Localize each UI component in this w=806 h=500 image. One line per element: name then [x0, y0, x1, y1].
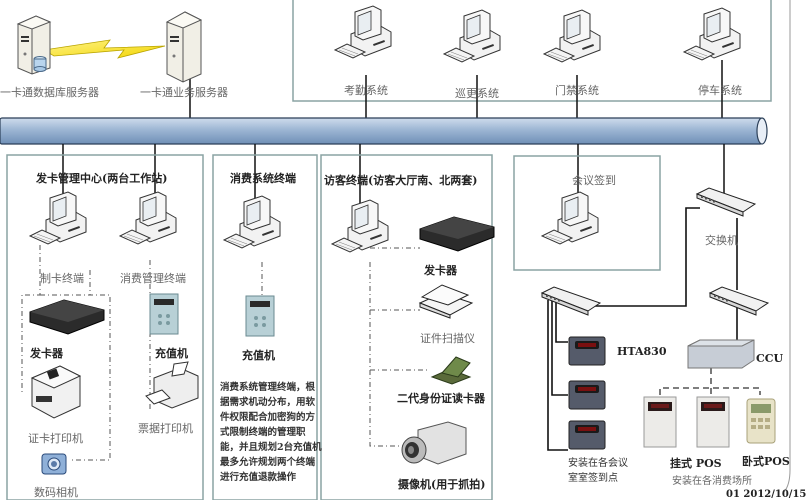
top-system-label: 门禁系统 [555, 84, 599, 97]
parking-pc-icon [682, 7, 744, 70]
biz-server-label: 一卡通业务服务器 [140, 86, 228, 99]
video-camera-label: 摄像机(用于抓拍) [398, 478, 486, 491]
camera-label: 数码相机 [34, 486, 78, 499]
hta830-device-icon [568, 336, 606, 370]
network-bus [0, 117, 763, 145]
consumption-title: 消费系统终端 [230, 172, 296, 185]
wall-pos-icon [696, 396, 730, 452]
pos-note: 安装在各消费场所 [672, 476, 752, 487]
scanner-label: 证件扫描仪 [420, 332, 475, 345]
hta830-label: HTA830 [617, 345, 667, 358]
attendance-pc-icon [333, 5, 395, 68]
id-reader-label: 二代身份证读卡器 [397, 392, 485, 405]
card-center-title: 发卡管理中心(两台工作站) [36, 172, 168, 185]
business-server-icon [163, 10, 203, 86]
desk-pos-label: 卧式POS [742, 455, 790, 468]
top-system-label: 考勤系统 [344, 84, 388, 97]
database-server-icon [14, 14, 54, 80]
lightning-link [42, 39, 166, 59]
db-server-label: 一卡通数据库服务器 [0, 86, 99, 99]
ccu-device-icon [686, 338, 756, 374]
card-making-terminal-label: 制卡终端 [40, 272, 84, 285]
surveillance-camera-icon [398, 420, 468, 474]
core-switch-icon [695, 186, 757, 220]
card-printer-label: 证卡打印机 [28, 432, 83, 445]
visitor-pc-icon [330, 199, 392, 262]
watermark: 01 2012/10/15 [726, 489, 806, 500]
consumption-recharge-machine-icon [244, 294, 276, 342]
access-pc-icon [542, 9, 604, 72]
consumption-mgmt-pc-icon [118, 191, 180, 254]
pos-switch-icon [708, 285, 770, 319]
wall-pos-icon [643, 396, 677, 452]
document-scanner-icon [418, 283, 474, 323]
meeting-title: 会议签到 [572, 174, 616, 187]
visitor-card-issuer-label: 发卡器 [424, 264, 457, 277]
top-system-label: 巡更系统 [455, 87, 499, 100]
desk-pos-icon [746, 398, 776, 448]
consumption-recharge-label: 充值机 [242, 349, 275, 362]
card-making-pc-icon [28, 191, 90, 254]
ccu-label: CCU [756, 352, 784, 365]
consumption-pc-icon [222, 195, 284, 258]
meeting-switch-icon [540, 285, 602, 319]
recharge-machine-icon [148, 292, 180, 340]
wall-pos-label: 挂式 POS [670, 457, 722, 470]
receipt-printer-icon [144, 361, 200, 414]
meeting-note: 安装在各会议室室签到点 [568, 458, 628, 484]
digital-camera-icon [40, 448, 72, 482]
visitor-title: 访客终端(访客大厅南、北两套) [324, 174, 478, 187]
meeting-pc-icon [540, 191, 602, 254]
receipt-printer-label: 票据打印机 [138, 422, 193, 435]
card-printer-icon [30, 362, 82, 424]
patrol-pc-icon [442, 9, 504, 72]
recharge-label: 充值机 [155, 347, 188, 360]
consumption-description: 消费系统管理终端，根据需求机动分布，用软件权限配合加密狗的方式限制终端的管理职能… [220, 382, 322, 483]
top-systems-box [292, 0, 772, 102]
consumption-mgmt-terminal-label: 消费管理终端 [120, 272, 186, 285]
card-issuer-label: 发卡器 [30, 347, 63, 360]
hta830-device-icon [568, 420, 606, 454]
card-issuer-icon [28, 296, 106, 340]
visitor-card-issuer-icon [418, 213, 496, 257]
hta830-device-icon [568, 380, 606, 414]
top-system-label: 停车系统 [698, 84, 742, 97]
switch-label: 交换机 [705, 234, 738, 247]
id-card-reader-icon [430, 355, 472, 389]
